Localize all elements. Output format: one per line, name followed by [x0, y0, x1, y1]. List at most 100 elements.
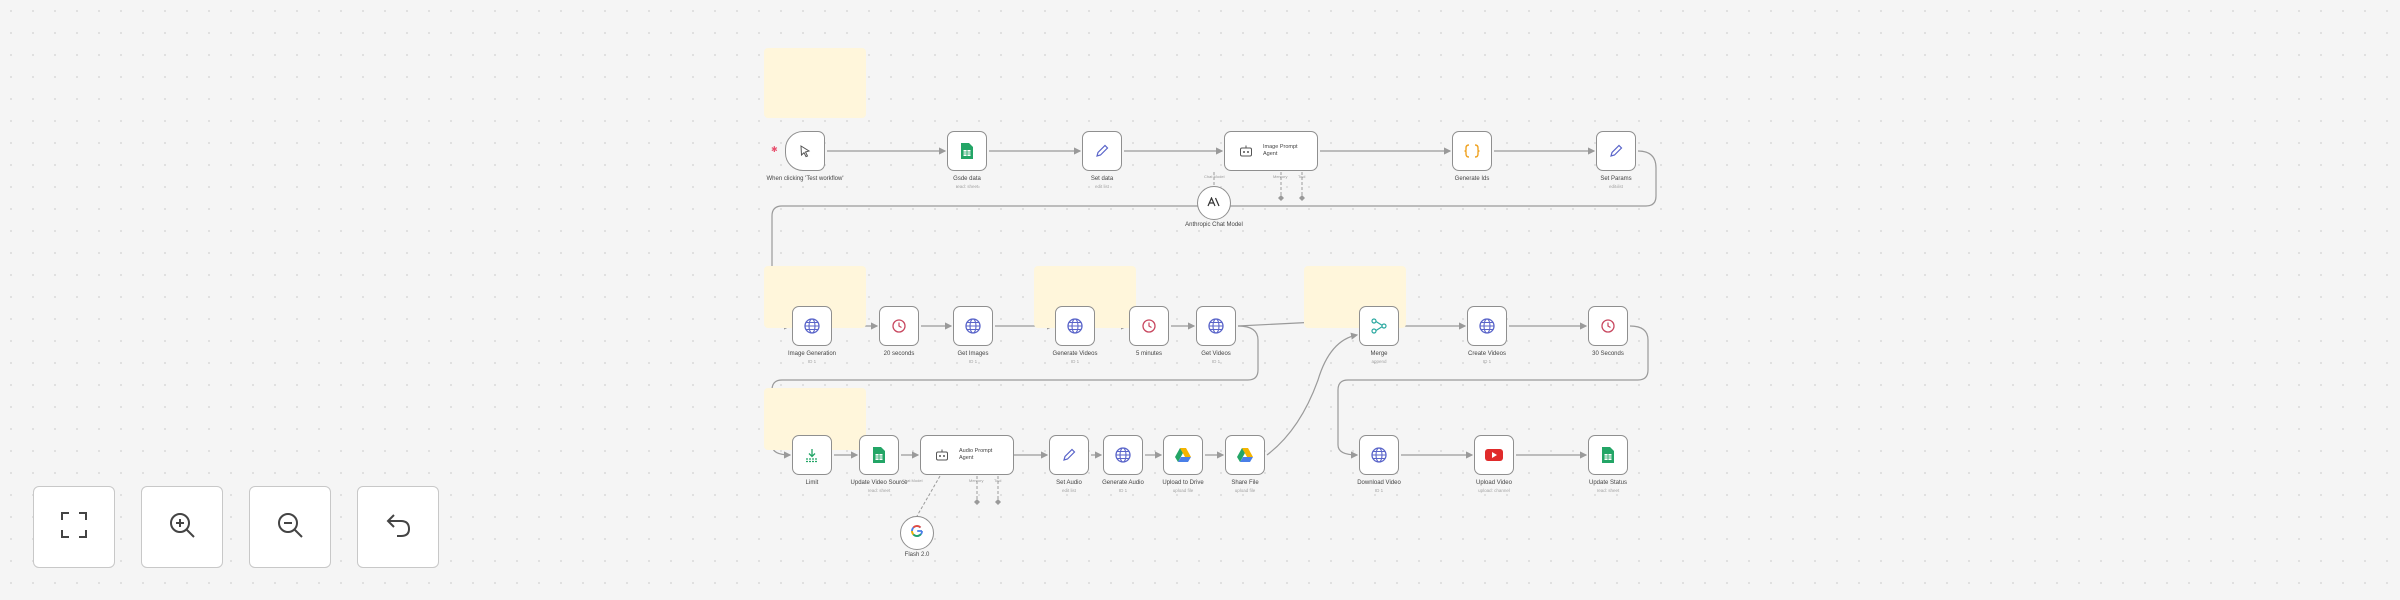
node-merge[interactable]	[1359, 306, 1399, 346]
zoom-out-button[interactable]	[249, 486, 331, 568]
node-wait-5m[interactable]	[1129, 306, 1169, 346]
connection-line	[1266, 332, 1359, 456]
node-image-generation[interactable]	[792, 306, 832, 346]
node-label: Set Audio	[1056, 480, 1082, 486]
node-label: Image Prompt Agent	[1263, 144, 1298, 157]
port-label-memory: Memory	[969, 478, 984, 483]
fit-view-button[interactable]	[33, 486, 115, 568]
node-subtitle: upload: channel	[1478, 488, 1510, 493]
node-subtitle: edit list	[1608, 184, 1623, 189]
google-sheets-icon	[1597, 444, 1619, 466]
node-upload-youtube[interactable]	[1474, 435, 1514, 475]
node-label: Download Video	[1357, 480, 1401, 486]
node-get-images[interactable]	[953, 306, 993, 346]
google-icon	[910, 524, 924, 543]
globe-icon	[1368, 444, 1390, 466]
node-label: Flash 2.0	[904, 552, 930, 558]
node-set-data[interactable]	[1082, 131, 1122, 171]
node-subtitle: ID 1	[1482, 359, 1492, 364]
node-generate-videos[interactable]	[1055, 306, 1095, 346]
anthropic-icon	[1207, 194, 1221, 212]
node-audio-prompt-agent[interactable]: Audio Prompt Agent	[920, 435, 1014, 475]
node-manual-trigger[interactable]	[785, 131, 825, 171]
node-label: Get Images	[957, 351, 989, 357]
pencil-icon	[1091, 140, 1113, 162]
node-label: 30 Seconds	[1592, 351, 1624, 357]
cursor-icon	[794, 140, 816, 162]
node-wait-20s[interactable]	[879, 306, 919, 346]
node-limit[interactable]	[792, 435, 832, 475]
node-label: Image Generation	[787, 351, 837, 357]
node-label: Create Videos	[1468, 351, 1506, 357]
node-set-audio[interactable]	[1049, 435, 1089, 475]
node-subtitle: ID 1	[1118, 488, 1128, 493]
port-label-chat-model: Chat Model	[1204, 174, 1225, 179]
node-subtitle: upload file	[1172, 488, 1194, 493]
node-image-prompt-agent[interactable]: Image Prompt Agent	[1224, 131, 1318, 171]
merge-icon	[1368, 315, 1390, 337]
pencil-icon	[1058, 444, 1080, 466]
port-diamond[interactable]	[1299, 195, 1305, 201]
node-label: Anthropic Chat Model	[1185, 222, 1243, 228]
pencil-icon	[1605, 140, 1627, 162]
node-generate-audio[interactable]	[1103, 435, 1143, 475]
node-label: Limit	[805, 480, 819, 486]
clock-icon	[888, 315, 910, 337]
node-subtitle: ID 1	[968, 359, 978, 364]
globe-icon	[1064, 315, 1086, 337]
node-upload-to-drive[interactable]	[1163, 435, 1203, 475]
node-update-status[interactable]	[1588, 435, 1628, 475]
undo-icon	[383, 510, 413, 545]
node-set-params[interactable]	[1596, 131, 1636, 171]
globe-icon	[1476, 315, 1498, 337]
node-get-rows[interactable]	[947, 131, 987, 171]
node-subtitle: upload file	[1234, 488, 1256, 493]
node-label: Upload to Drive	[1162, 480, 1204, 486]
clock-icon	[1138, 315, 1160, 337]
node-label: Update Video Source	[850, 480, 908, 486]
node-anthropic-chat-model[interactable]	[1197, 186, 1231, 220]
node-share-file[interactable]	[1225, 435, 1265, 475]
node-label: Generate Videos	[1052, 351, 1098, 357]
node-subtitle: read: sheet	[955, 184, 979, 189]
google-sheets-icon	[956, 140, 978, 162]
node-label: Get Videos	[1201, 351, 1231, 357]
port-label-memory: Memory	[1273, 174, 1288, 179]
node-label: 5 minutes	[1135, 351, 1162, 357]
node-gemini-model[interactable]	[900, 516, 934, 550]
port-diamond[interactable]	[1278, 195, 1284, 201]
node-label: 20 seconds	[883, 351, 915, 357]
node-label: Set Params	[1600, 176, 1632, 182]
node-wait-30s[interactable]	[1588, 306, 1628, 346]
node-subtitle: ID 1	[1070, 359, 1080, 364]
port-diamond[interactable]	[974, 499, 980, 505]
robot-icon	[931, 444, 953, 466]
undo-button[interactable]	[357, 486, 439, 568]
node-subtitle: read: sheet	[867, 488, 891, 493]
fit-view-icon	[59, 510, 89, 545]
node-subtitle: ID 1	[1374, 488, 1384, 493]
node-download-video[interactable]	[1359, 435, 1399, 475]
globe-icon	[1112, 444, 1134, 466]
zoom-out-icon	[275, 510, 305, 545]
node-generate-ids[interactable]	[1452, 131, 1492, 171]
port-diamond[interactable]	[995, 499, 1001, 505]
node-subtitle: edit list	[1094, 184, 1109, 189]
port-label-tool: Tool	[994, 478, 1002, 483]
youtube-icon	[1483, 444, 1505, 466]
port-label-tool: Tool	[1298, 174, 1306, 179]
zoom-in-button[interactable]	[141, 486, 223, 568]
node-label: Audio Prompt Agent	[959, 448, 993, 461]
sticky-note[interactable]	[764, 48, 866, 118]
code-icon	[1461, 140, 1483, 162]
node-get-videos[interactable]	[1196, 306, 1236, 346]
node-create-videos[interactable]	[1467, 306, 1507, 346]
zoom-in-icon	[167, 510, 197, 545]
connection-line	[1337, 325, 1649, 459]
google-sheets-icon	[868, 444, 890, 466]
port-label-chat-model: Chat Model	[902, 478, 923, 483]
globe-icon	[962, 315, 984, 337]
node-label: Merge	[1370, 351, 1388, 357]
node-update-video-source[interactable]	[859, 435, 899, 475]
